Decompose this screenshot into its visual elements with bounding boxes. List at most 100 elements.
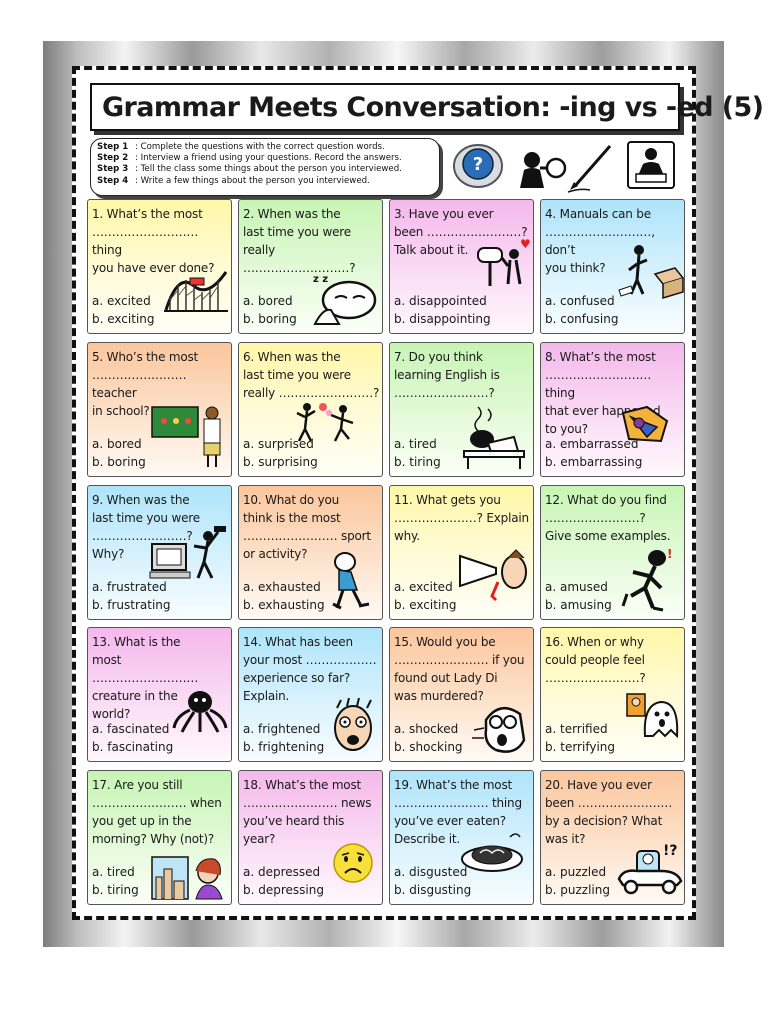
question-text: 2. When was the last time you were reall… xyxy=(243,207,356,275)
puzzled-car-icon: !? xyxy=(617,843,683,895)
card-1: 1. What’s the most ……………………… thing you h… xyxy=(87,199,232,334)
option-a: a. tired xyxy=(92,865,135,879)
option-a: a. tired xyxy=(394,437,437,451)
card-12: 12. What do you find ……………………? Give some… xyxy=(540,485,685,620)
card-10: 10. What do you think is the most ………………… xyxy=(238,485,383,620)
laughing-person-icon: ! xyxy=(621,548,672,612)
embarrassed-fall-icon xyxy=(621,405,669,443)
card-5: 5. Who’s the most …………………… teacher in sc… xyxy=(87,342,232,477)
rollercoaster-icon xyxy=(164,271,228,312)
card-17: 17. Are you still …………………… when you get … xyxy=(87,770,232,905)
question-text: 1. What’s the most ……………………… thing you h… xyxy=(92,207,215,275)
card-16: 16. When or why could people feel ………………… xyxy=(540,627,685,762)
question-icon: ? xyxy=(453,144,503,188)
question-text: 20. Have you ever been …………………… by a dec… xyxy=(545,778,673,846)
magnifier-person-icon xyxy=(520,152,567,188)
card-6: 6. When was the last time you were reall… xyxy=(238,342,383,477)
shocked-face-icon xyxy=(472,707,526,753)
option-b: b. terrifying xyxy=(545,740,615,754)
option-a: a. depressed xyxy=(243,865,321,879)
svg-text:?: ? xyxy=(473,154,483,175)
option-a: a. bored xyxy=(92,437,142,451)
option-a: a. terrified xyxy=(545,722,608,736)
option-a: a. frustrated xyxy=(92,580,167,594)
option-b: b. surprising xyxy=(243,455,318,469)
instructions-box: Step 1: Complete the questions with the … xyxy=(90,138,440,196)
card-14: 14. What has been your most ……………… exper… xyxy=(238,627,383,762)
option-b: b. exhausting xyxy=(243,598,325,612)
option-b: b. confusing xyxy=(545,312,619,326)
page-title: Grammar Meets Conversation: -ing vs -ed … xyxy=(90,83,764,131)
tired-student-icon xyxy=(463,406,525,469)
option-b: b. exciting xyxy=(394,598,457,612)
mailbox-person-icon: ♥ xyxy=(477,238,531,286)
option-b: b. frightening xyxy=(243,740,325,754)
party-horn-icon xyxy=(459,549,527,602)
reading-person-icon xyxy=(627,141,675,189)
option-a: a. excited xyxy=(92,294,151,308)
question-text: 6. When was the last time you were reall… xyxy=(243,350,380,400)
card-15: 15. Would you be …………………… if you found o… xyxy=(389,627,534,762)
option-b: b. amusing xyxy=(545,598,612,612)
option-b: b. fascinating xyxy=(92,740,174,754)
step-2: Step 2: Interview a friend using your qu… xyxy=(97,153,402,164)
octopus-icon xyxy=(172,691,228,733)
card-13: 13. What is the most ……………………… creature … xyxy=(87,627,232,762)
question-text: 12. What do you find ……………………? Give some… xyxy=(545,493,671,543)
svg-text:!: ! xyxy=(667,548,672,561)
option-b: b. boring xyxy=(92,455,146,469)
option-a: a. exhausted xyxy=(243,580,321,594)
question-text: 8. What’s the most ……………………… thing that … xyxy=(545,350,661,436)
step-1: Step 1: Complete the questions with the … xyxy=(97,142,385,152)
card-4: 4. Manuals can be ………………………, don’t you t… xyxy=(540,199,685,334)
step-3: Step 3: Tell the class some things about… xyxy=(97,164,402,175)
ghost-scare-icon xyxy=(626,693,679,739)
option-a: a. puzzled xyxy=(545,865,607,879)
option-b: b. puzzling xyxy=(545,883,610,897)
frustrated-computer-icon xyxy=(149,526,226,579)
option-a: a. embarrassed xyxy=(545,437,639,451)
exhausted-runner-icon xyxy=(332,552,370,610)
card-2: 2. When was the last time you were reall… xyxy=(238,199,383,334)
option-a: a. disgusted xyxy=(394,865,468,879)
question-text: 16. When or why could people feel ………………… xyxy=(545,635,646,685)
option-a: a. disappointed xyxy=(394,294,487,308)
svg-text:!?: !? xyxy=(663,843,678,859)
question-text: 7. Do you think learning English is …………… xyxy=(394,350,500,400)
question-text: 15. Would you be …………………… if you found o… xyxy=(394,635,525,703)
pencil-icon xyxy=(567,145,612,193)
option-a: a. fascinated xyxy=(92,722,170,736)
option-b: b. tiring xyxy=(394,455,441,469)
card-7: 7. Do you think learning English is …………… xyxy=(389,342,534,477)
option-b: b. depressing xyxy=(243,883,324,897)
sad-face-icon xyxy=(333,843,373,883)
question-text: 9. When was the last time you were ……………… xyxy=(92,493,200,561)
card-20: 20. Have you ever been …………………… by a dec… xyxy=(540,770,685,905)
card-8: 8. What’s the most ……………………… thing that … xyxy=(540,342,685,477)
option-a: a. excited xyxy=(394,580,453,594)
question-text: 3. Have you ever been ……………………? Talk abo… xyxy=(394,207,528,257)
option-b: b. disappointing xyxy=(394,312,491,326)
card-9: 9. When was the last time you were ……………… xyxy=(87,485,232,620)
card-18: 18. What’s the most …………………… news you’ve… xyxy=(238,770,383,905)
option-b: b. disgusting xyxy=(394,883,472,897)
svg-text:z z: z z xyxy=(313,274,328,285)
option-b: b. tiring xyxy=(92,883,139,897)
svg-text:♥: ♥ xyxy=(520,238,531,251)
dish-food-icon xyxy=(461,833,523,872)
option-b: b. boring xyxy=(243,312,297,326)
question-text: 14. What has been your most ……………… exper… xyxy=(243,635,377,703)
option-a: a. confused xyxy=(545,294,615,308)
question-text: 11. What gets you …………………? Explain why. xyxy=(394,493,529,543)
question-text: 10. What do you think is the most ………………… xyxy=(243,493,371,561)
card-11: 11. What gets you …………………? Explain why. … xyxy=(389,485,534,620)
card-3: 3. Have you ever been ……………………? Talk abo… xyxy=(389,199,534,334)
option-a: a. shocked xyxy=(394,722,459,736)
option-a: a. amused xyxy=(545,580,608,594)
question-text: 5. Who’s the most …………………… teacher in sc… xyxy=(92,350,199,418)
option-b: b. frustrating xyxy=(92,598,171,612)
option-a: a. frightened xyxy=(243,722,321,736)
surprised-people-icon xyxy=(296,403,354,442)
question-text: 19. What’s the most …………………… thing you’v… xyxy=(394,778,522,846)
option-a: a. surprised xyxy=(243,437,314,451)
